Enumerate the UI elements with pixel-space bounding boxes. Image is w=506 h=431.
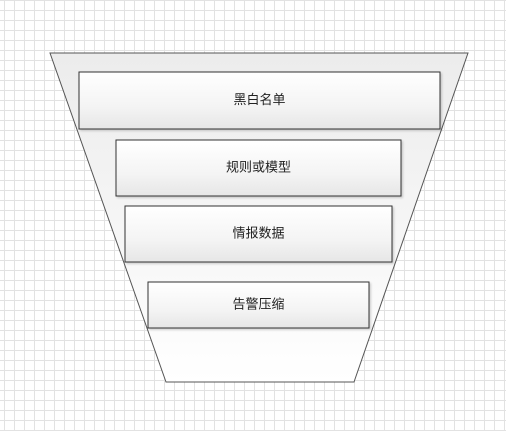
layer-label: 情报数据 — [232, 227, 284, 242]
layer-规则或模型: 规则或模型 — [115, 139, 402, 197]
layer-情报数据: 情报数据 — [124, 205, 393, 263]
layer-黑白名单: 黑白名单 — [78, 71, 441, 130]
layer-label: 黑白名单 — [233, 92, 285, 108]
layer-box — [115, 139, 402, 197]
layer-box — [147, 281, 370, 329]
layer-label: 告警压缩 — [232, 297, 284, 313]
layer-box — [78, 71, 441, 130]
layer-告警压缩: 告警压缩 — [147, 281, 370, 329]
layer-box — [124, 205, 393, 263]
layer-label: 规则或模型 — [226, 161, 291, 176]
